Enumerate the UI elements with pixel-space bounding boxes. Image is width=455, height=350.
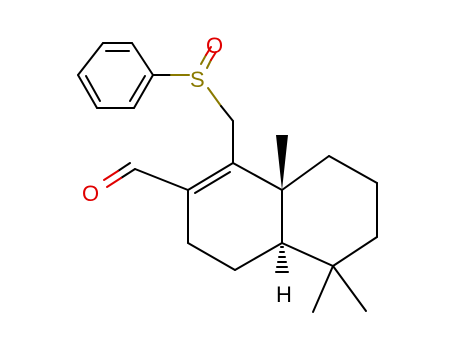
- bond-c4-c4a: [234, 242, 283, 271]
- bond-cho-oxygen-d: [103, 170, 119, 181]
- bond-phenyl-2: [131, 42, 154, 76]
- bond-sulfur-oxygen-d: [210, 51, 217, 61]
- bond-phenyl-3: [133, 74, 154, 109]
- hashed-bond-hydrogen: [275, 246, 289, 273]
- bond-c1-c2: [187, 162, 234, 191]
- bond-c2-cho: [134, 168, 189, 191]
- bond-phenyl-inner-2: [129, 75, 146, 102]
- bond-c3-c4: [187, 242, 236, 271]
- bond-sulfur-ch2-b: [220, 105, 234, 122]
- bond-sulfur-oxygen-a: [200, 54, 207, 65]
- angular-methyl-wedge: [276, 135, 288, 190]
- bond-c5-c4a: [281, 242, 334, 267]
- bond-cho-oxygen-b: [106, 177, 122, 188]
- sulfinyl-oxygen-label: O: [206, 33, 223, 58]
- bond-c1-c2-double: [194, 171, 231, 194]
- bond-c8a-c8: [281, 155, 330, 191]
- bond-phenyl-6: [77, 42, 104, 76]
- bond-cho-oxygen-a: [120, 168, 136, 179]
- bond-c5-methyl-b: [332, 265, 367, 312]
- sulfur-label: S: [190, 67, 205, 92]
- bond-phenyl-5: [77, 74, 98, 109]
- bond-c8-c7: [328, 155, 378, 184]
- bond-c6-c5: [332, 236, 378, 267]
- aldehyde-oxygen-label: O: [82, 181, 99, 206]
- bond-sulfur-ch2-a: [207, 87, 222, 107]
- bond-c1-c8a: [232, 162, 283, 191]
- bond-sulfur-oxygen-b: [205, 46, 212, 56]
- bond-c5-methyl-a: [312, 265, 334, 313]
- bond-phenyl-inner-3: [85, 75, 101, 102]
- bond-sulfur-oxygen-c: [206, 59, 212, 69]
- hydrogen-label: H: [276, 282, 292, 307]
- bond-cho-oxygen-c: [117, 162, 131, 172]
- phenyl-ring: [77, 42, 154, 109]
